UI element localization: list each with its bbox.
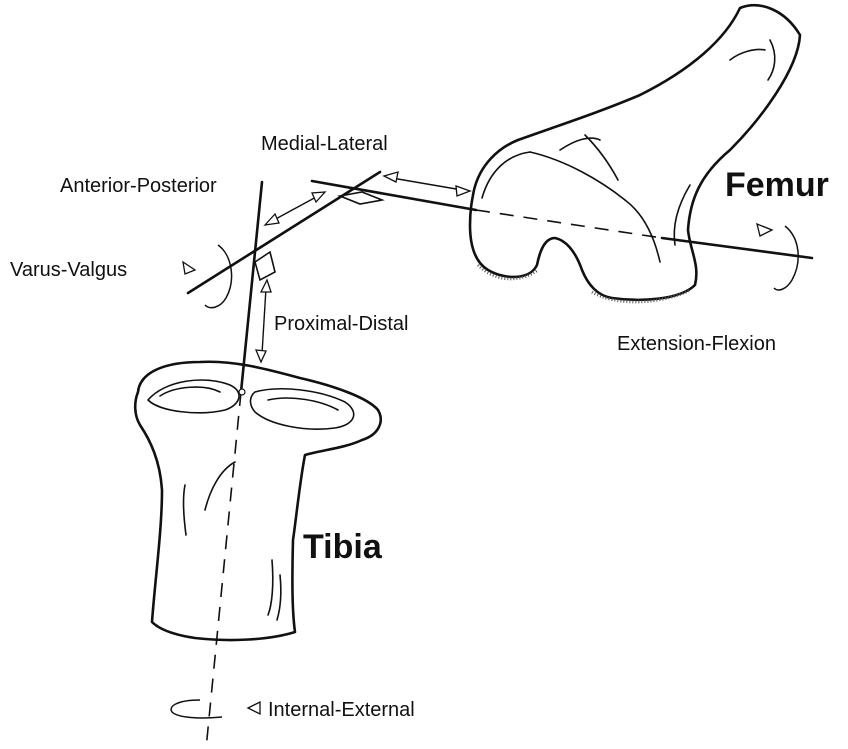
extension-flexion-rotation-icon (757, 224, 798, 290)
anterior-posterior-label: Anterior-Posterior (60, 175, 217, 197)
femur-bone (470, 5, 800, 302)
internal-external-label: Internal-External (268, 699, 415, 721)
femur-label: Femur (725, 166, 829, 204)
tibia-label: Tibia (303, 528, 383, 566)
proximal-distal-arrow (256, 280, 271, 362)
varus-valgus-label: Varus-Valgus (10, 259, 127, 281)
proximal-distal-label: Proximal-Distal (274, 313, 408, 335)
extension-flexion-label: Extension-Flexion (617, 333, 776, 355)
tibia-bone (135, 362, 380, 640)
medial-lateral-label: Medial-Lateral (261, 133, 388, 155)
tibial-long-axis (241, 182, 262, 392)
anterior-posterior-arrow (265, 192, 325, 225)
internal-external-rotation-icon (171, 700, 260, 718)
medial-lateral-arrow (384, 172, 470, 196)
medial-lateral-axis (312, 181, 476, 210)
varus-valgus-rotation-icon (183, 245, 232, 308)
varus-valgus-axis (188, 172, 380, 293)
